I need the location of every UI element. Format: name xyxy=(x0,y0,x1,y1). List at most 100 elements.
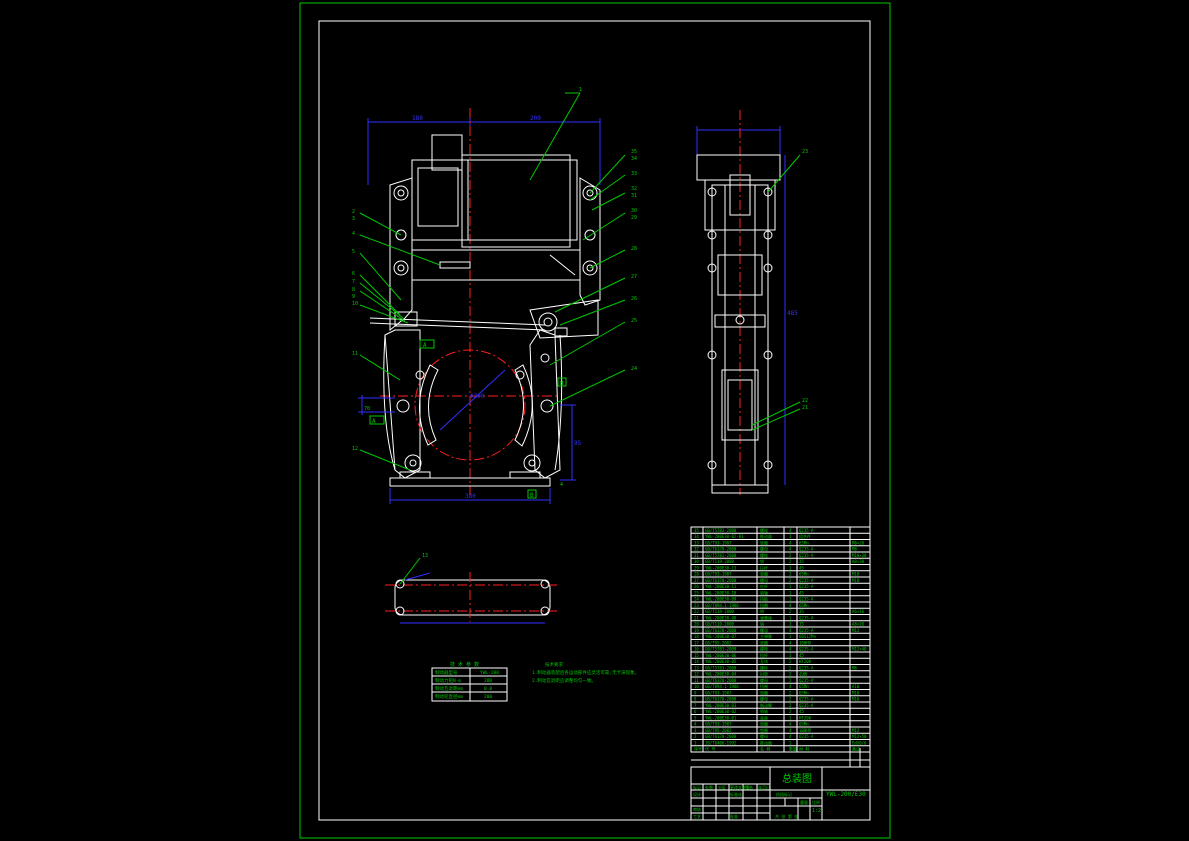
bom-cell: Q235-A xyxy=(799,678,814,683)
bom-cell: GB/T894.1-1986 xyxy=(705,603,739,608)
bom-cell: GB/T93-1987 xyxy=(705,540,732,545)
bom-cell: 2 xyxy=(789,553,792,558)
bom-cell: 12 xyxy=(694,672,699,677)
bom-cell: 6 xyxy=(694,709,697,714)
outer-border xyxy=(299,2,891,839)
bom-cell: Q235-A xyxy=(799,584,814,589)
drawing-title: 总装图 xyxy=(782,772,812,785)
bom-cell: YWL-200E30-09 xyxy=(705,597,737,602)
tech-row-3-name: 制动轮直径mm xyxy=(435,693,463,700)
bom-cell: 螺栓 xyxy=(760,552,768,558)
bom-cell: 1 xyxy=(789,740,792,745)
bom-cell: 4 xyxy=(789,540,792,545)
bom-cell: 1 xyxy=(789,615,792,620)
leader-num-l7: 9 xyxy=(352,294,355,300)
bom-cell: M12 xyxy=(852,728,860,733)
bom-cell: 23 xyxy=(694,603,699,608)
bom-cell: 2 xyxy=(789,622,792,627)
bom-cell: 螺母 xyxy=(760,577,768,583)
bom-cell: GB/T5783-2000 xyxy=(705,665,737,670)
bom-cell: 挡圈 xyxy=(760,602,768,608)
leader-num-r0: 1 xyxy=(579,87,582,93)
bom-cell: Q235-A xyxy=(799,628,814,633)
bom-cell: YWL-200E30-03 xyxy=(705,703,737,708)
bom-cell: 11 xyxy=(694,678,699,683)
bom-cell: 65Mn xyxy=(799,603,809,608)
bom-cell: 100HV xyxy=(799,640,812,645)
tb-weight: 重量 xyxy=(800,799,808,805)
bom-cell: 2 xyxy=(789,703,792,708)
bom-cell: 14 xyxy=(694,659,699,664)
tech-note-1: 1.制动器装配后各运动部件应灵活可靠,无卡滞现象。 xyxy=(532,669,639,676)
bom-cell: 30 xyxy=(694,559,699,564)
tech-row-3-value: 200 xyxy=(484,694,492,700)
bom-cell: YWL-200E30-02-01 xyxy=(705,534,744,539)
bom-cell: GB/T93-1987 xyxy=(705,722,732,727)
bom-cell: 13 xyxy=(694,665,699,670)
bom-cell: Q235-A xyxy=(799,553,814,558)
bom-cell: 45 xyxy=(799,565,804,570)
bom-cell: 1 xyxy=(789,534,792,539)
bom-cell: 4 xyxy=(789,603,792,608)
leader-num-l2: 4 xyxy=(352,231,355,237)
leader-num-r1: 35 xyxy=(631,149,637,155)
bom-cell: 挡圈 xyxy=(760,683,768,689)
bom-cell: 2 xyxy=(789,697,792,702)
bom-cell: 底座 xyxy=(760,714,768,720)
bom-cell: M10 xyxy=(852,578,860,583)
tb-process: 工艺 xyxy=(693,814,701,819)
bom-cell: 垫圈 xyxy=(760,639,768,645)
bom-cell: 4 xyxy=(789,647,792,652)
bom-cell: 31 xyxy=(694,553,699,558)
bom-cell: Q235-A xyxy=(799,697,814,702)
bom-cell: 推动器 xyxy=(760,739,772,745)
bom-cell: 65Mn xyxy=(799,722,809,727)
tb-sheet: 共 张 第 张 xyxy=(775,813,798,819)
tb-scale-label: 比例 xyxy=(812,799,820,805)
tech-row-0-name: 制动器型号 xyxy=(435,669,458,676)
section-label-a2: A xyxy=(423,342,427,349)
bom-cell: 17 xyxy=(694,640,699,645)
bom-cell: YWL-200E30-13 xyxy=(705,565,737,570)
bom-cell: Q235-A xyxy=(799,647,814,652)
tb-approve: 批准 xyxy=(730,813,738,819)
bom-cell: 35 xyxy=(694,528,699,533)
bom-cell: 65Mn xyxy=(799,684,809,689)
tb-standard: 标准化 xyxy=(730,791,742,797)
bom-cell: 1 xyxy=(789,634,792,639)
bom-cell: 销 xyxy=(760,558,764,564)
bom-cell: GB/T95-2002 xyxy=(705,728,732,733)
bom-cell: M10 xyxy=(852,690,860,695)
bom-cell: 1 xyxy=(789,590,792,595)
detail-view xyxy=(385,557,560,624)
bom-cell: 3 xyxy=(694,728,697,733)
bom-cell: 垫圈 xyxy=(760,689,768,695)
dim-drum: Φ200 xyxy=(470,393,485,400)
bom-cell: 垫圈 xyxy=(760,571,768,577)
bom-cell: 16 xyxy=(694,647,699,652)
bom-cell: 2 xyxy=(789,678,792,683)
bom-cell: GB/T93-1987 xyxy=(705,690,732,695)
bom-cell: 29 xyxy=(694,565,699,570)
bom-cell: 4 xyxy=(789,734,792,739)
leader-num-r4: 32 xyxy=(631,186,637,192)
bom-cell: 10 xyxy=(694,684,699,689)
tech-row-0-value: YWL-200 xyxy=(480,670,499,676)
bom-cell: 2 xyxy=(789,659,792,664)
bom-cell: GB/T93-1987 xyxy=(705,572,732,577)
bom-cell: YWL-200E30-04 xyxy=(705,672,737,677)
bom-cell: 4 xyxy=(789,640,792,645)
bom-cell: 9 xyxy=(694,690,697,695)
bom-cell: Q235-A xyxy=(799,703,814,708)
bom-cell: GB/T894.1-1986 xyxy=(705,684,739,689)
leader-num-l10: 12 xyxy=(352,446,358,452)
bom-cell: GB/T5783-2000 xyxy=(705,647,737,652)
tb-change: 更改文件号 xyxy=(730,784,750,790)
leader-num-l6: 8 xyxy=(352,287,355,293)
bom-cell: 销轴 xyxy=(760,708,768,714)
bom-cell: 2 xyxy=(789,690,792,695)
tb-mark: 标记 xyxy=(693,784,701,790)
inner-border xyxy=(318,20,871,821)
